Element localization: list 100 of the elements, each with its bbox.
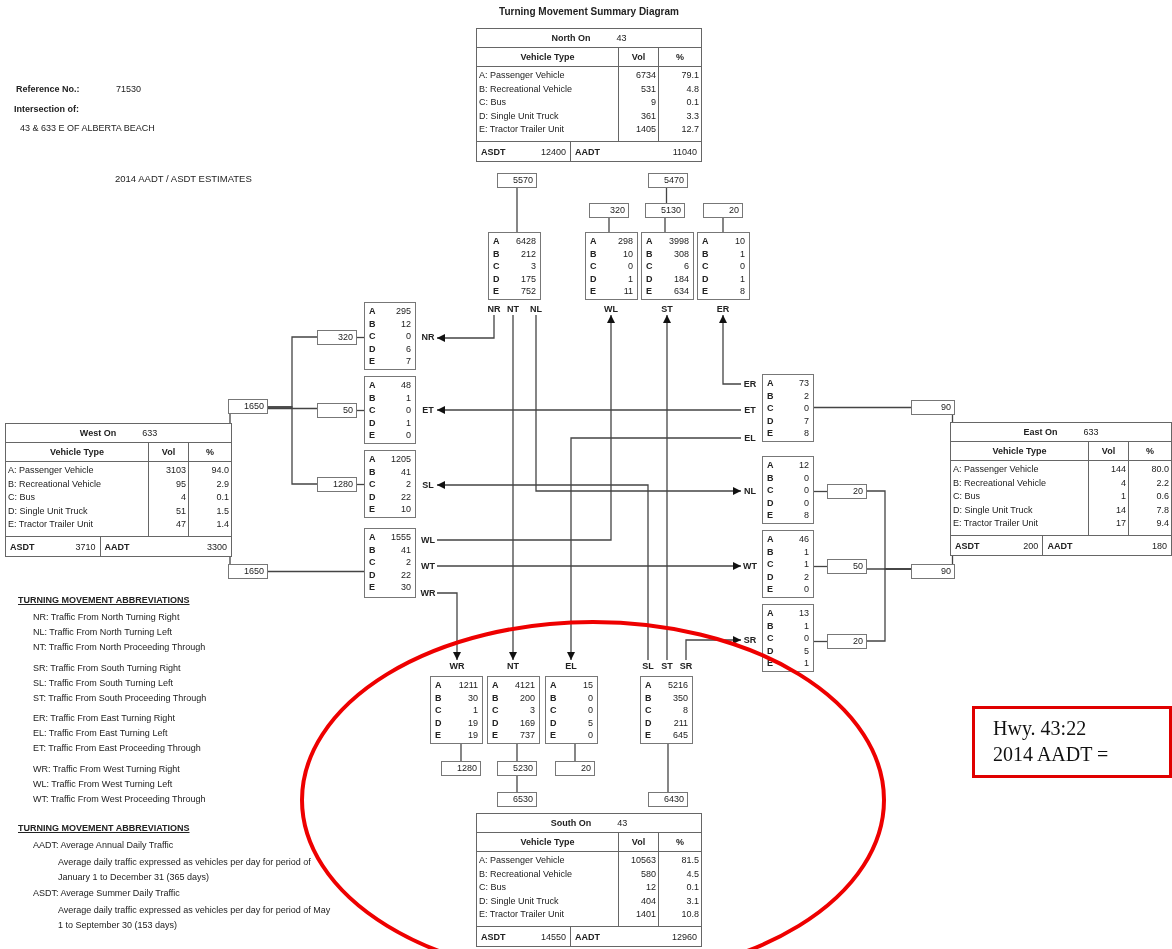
connector-line [574,743,576,762]
movement-arrow [436,592,461,661]
count-value: 180 [1151,540,1167,551]
movement-volumes: 10 1 0 1 8 [735,235,745,297]
movement-volumes: 295 12 0 6 7 [395,305,411,367]
vehicle-class-letters: A B C D E [767,377,774,439]
movement-label: WR [419,587,437,599]
connector-line [664,217,666,233]
volume-value: 1405 [634,123,656,136]
movement-arrow [719,314,742,385]
movement-label: ST [658,303,676,315]
movement-volumes: 13 1 0 5 1 [799,607,809,669]
volume-value: 9 [650,96,656,109]
movement-count-box [430,676,483,744]
movement-arrow [436,406,742,414]
connector-line [813,406,912,409]
connector-line [516,743,518,762]
vehicle-type: E: Tractor Trailer Unit [8,518,95,531]
volume-value: 4 [180,491,186,504]
movement-label: SL [639,660,657,672]
vehicle-type: C: Bus [479,881,507,894]
column-header: Vol [631,52,646,62]
movement-count-box [697,232,750,300]
percent-value: 79.1 [680,69,699,82]
count-label: AADT [104,541,130,552]
note-text: WR: Traffic From West Turning Right [33,764,180,774]
vehicle-type: C: Bus [8,491,36,504]
volume-value: 17 [1115,517,1126,530]
percent-value: 12.7 [680,123,699,136]
connector-line [667,743,669,793]
volume-total: 5130 [645,203,685,218]
movement-arrow [436,314,495,342]
movement-label: EL [562,660,580,672]
movement-count-box [487,676,540,744]
count-value: 200 [1023,540,1039,551]
volume-total: 50 [827,559,867,574]
count-value: 3710 [75,541,96,552]
movement-label: SR [741,634,759,646]
column-header: % [676,837,684,847]
column-header: Vehicle Type [50,447,104,457]
connector-line [722,217,724,233]
column-header: % [206,447,214,457]
volume-value: 531 [639,82,656,96]
volume-total: 1650 [228,399,268,414]
vehicle-class-letters: A B C D E [702,235,709,297]
movement-label: WL [602,303,620,315]
vehicle-class-letters: A B C D E [493,235,500,297]
note-text: ST: Traffic From South Proceeding Through [33,693,207,703]
vehicle-type: D: Single Unit Truck [479,109,560,123]
connector-line [866,568,912,642]
note-text: EL: Traffic From East Turning Left [33,728,168,738]
volume-total: 20 [703,203,743,218]
note-text: NR: Traffic From North Turning Right [33,612,180,622]
approach-table [476,813,702,947]
vehicle-class-letters: A B C D E [369,453,376,515]
percent-value: 81.5 [680,854,699,867]
volume-value: 144 [1109,463,1126,476]
movement-volumes: 46 1 1 2 0 [799,533,809,595]
percent-value: 0.6 [1155,490,1169,503]
movement-arrow [535,314,742,495]
movement-volumes: 1205 41 2 22 10 [390,453,411,515]
connector-line [229,556,231,565]
movement-volumes: 6428 212 3 175 752 [515,235,536,297]
note-text: AADT: Average Annual Daily Traffic [33,840,174,850]
count-value: 12400 [541,146,567,157]
table-heading: West On [79,428,117,438]
movement-arrow [436,562,742,570]
note-text: 71530 [116,84,142,94]
volume-value: 95 [175,477,186,491]
movement-label: WT [741,560,759,572]
volume-total: 20 [555,761,595,776]
movement-volumes: 5216 350 8 211 645 [667,679,688,741]
note-text: NL: Traffic From North Turning Left [33,627,172,637]
note-text: ER: Traffic From East Turning Right [33,713,175,723]
note-text: SR: Traffic From South Turning Right [33,663,181,673]
field-label: Reference No.: [16,84,80,94]
movement-volumes: 12 0 0 0 8 [799,459,809,521]
vehicle-type: A: Passenger Vehicle [479,854,566,867]
movement-label: WL [419,534,437,546]
movement-count-box [762,530,814,598]
movement-count-box [364,302,416,370]
vehicle-class-letters: A B C D E [645,679,652,741]
movement-label: NT [504,660,522,672]
volume-value: 361 [639,109,656,123]
volume-total: 1280 [441,761,481,776]
volume-total: 1280 [317,477,357,492]
movement-arrow [436,481,649,661]
volume-value: 6734 [634,69,656,82]
percent-value: 4.8 [685,82,699,96]
volume-total: 90 [911,400,955,415]
table-heading: North On [551,33,591,43]
volume-total: 5230 [497,761,537,776]
movement-volumes: 15 0 0 5 0 [583,679,593,741]
percent-value: 80.0 [1150,463,1169,476]
volume-value: 404 [639,894,656,908]
percent-value: 2.9 [215,477,229,491]
road-number: 633 [1083,427,1099,437]
movement-label: NR [419,331,437,343]
percent-value: 3.1 [685,894,699,908]
volume-value: 3103 [164,464,186,477]
